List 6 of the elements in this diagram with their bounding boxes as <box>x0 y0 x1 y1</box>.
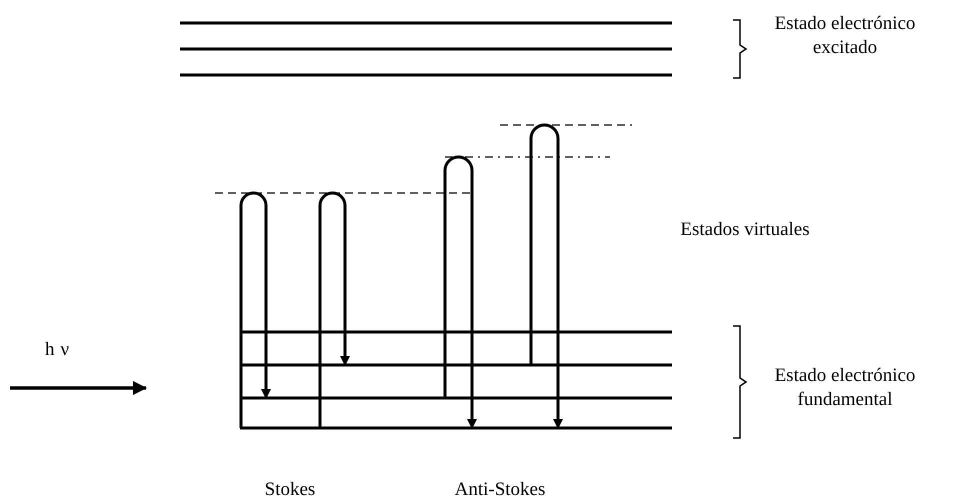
scattering-label: Stokes <box>264 478 316 502</box>
state-label: Estado electrónico excitado <box>774 12 916 60</box>
scattering-label: Anti-Stokes <box>454 478 546 502</box>
photon-energy-label: hν <box>44 338 76 362</box>
state-label: Estado electrónico fundamental <box>774 364 916 412</box>
state-label: Estados virtuales <box>679 218 811 242</box>
